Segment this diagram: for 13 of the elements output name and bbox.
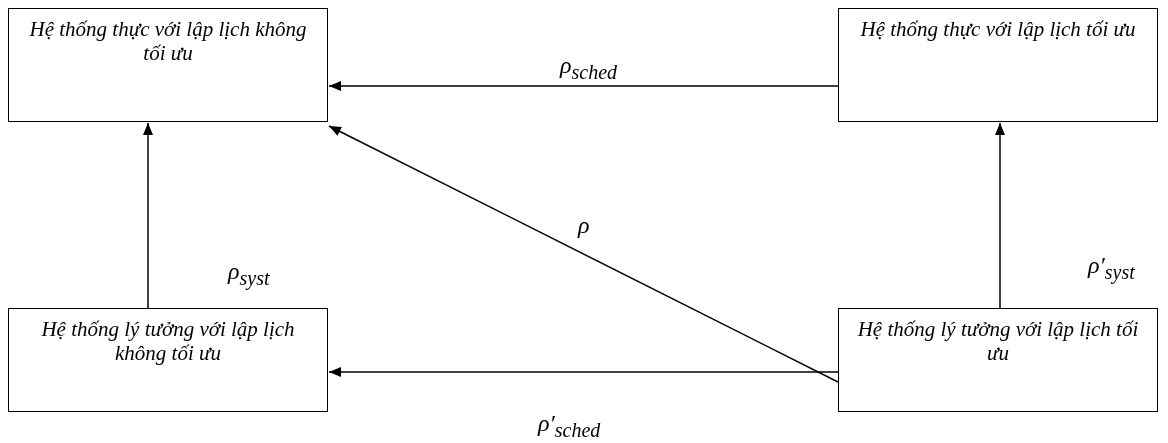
arrow: [328, 81, 839, 91]
arrow: [328, 125, 839, 383]
box-text: Hệ thống lý tưởng với lập lịch tối ưu: [856, 317, 1140, 365]
arrow: [143, 122, 153, 309]
arrow: [328, 367, 839, 377]
process-box: [838, 308, 1158, 412]
process-box: [8, 308, 328, 412]
process-box: [838, 8, 1158, 122]
box-text: Hệ thống lý tưởng với lập lịch không tối ưu: [40, 317, 296, 365]
box-text: Hệ thống thực với lập lịch tối ưu: [860, 17, 1136, 41]
box-text: Hệ thống thực với lập lịch không tối ưu: [28, 17, 308, 65]
process-box: [8, 8, 328, 122]
arrow: [995, 122, 1005, 309]
